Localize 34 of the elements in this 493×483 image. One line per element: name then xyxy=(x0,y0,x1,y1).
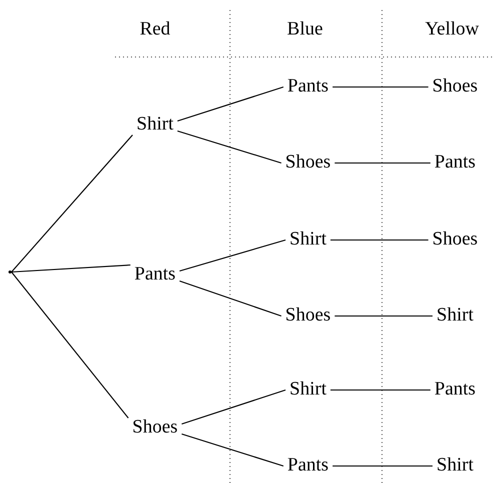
tree-node-label: Shoes xyxy=(132,418,178,438)
tree-branch xyxy=(332,465,433,467)
tree-branch xyxy=(179,280,282,317)
tree-node-label: Pants xyxy=(287,76,329,98)
tree-branch xyxy=(179,239,286,272)
tree-node-label: Pants xyxy=(434,152,476,174)
column-heading: Blue xyxy=(287,20,323,40)
tree-branch xyxy=(177,130,282,164)
tree-branch xyxy=(334,162,430,164)
tree-node-label: Shirt xyxy=(290,380,326,400)
tree-branch xyxy=(11,272,129,418)
tree-node-label: Shoes xyxy=(285,306,331,326)
tree-node-label: Shoes xyxy=(432,230,478,250)
tree-node-label: Shirt xyxy=(436,456,474,476)
tree-branch xyxy=(334,315,433,317)
tree-branch xyxy=(11,264,130,273)
tree-node-label: Shirt xyxy=(136,114,174,136)
tree-branch xyxy=(182,389,286,425)
tree-node-label: Shoes xyxy=(285,152,331,174)
tree-branch xyxy=(182,433,284,467)
column-heading: Yellow xyxy=(424,20,480,40)
tree-node-label: Shoes xyxy=(432,76,478,98)
tree-branch xyxy=(332,86,428,88)
tree-node-label: Shirt xyxy=(436,306,474,326)
tree-branch xyxy=(11,134,133,272)
column-heading: Red xyxy=(140,20,170,40)
tree-branch xyxy=(177,86,284,122)
tree-node-label: Pants xyxy=(134,264,176,286)
tree-node-label: Shirt xyxy=(290,230,326,250)
tree-node-label: Pants xyxy=(287,456,329,476)
tree-branch xyxy=(330,239,428,241)
tree-node-label: Pants xyxy=(434,380,476,400)
branch-point xyxy=(8,270,12,274)
tree-branch xyxy=(330,389,430,391)
